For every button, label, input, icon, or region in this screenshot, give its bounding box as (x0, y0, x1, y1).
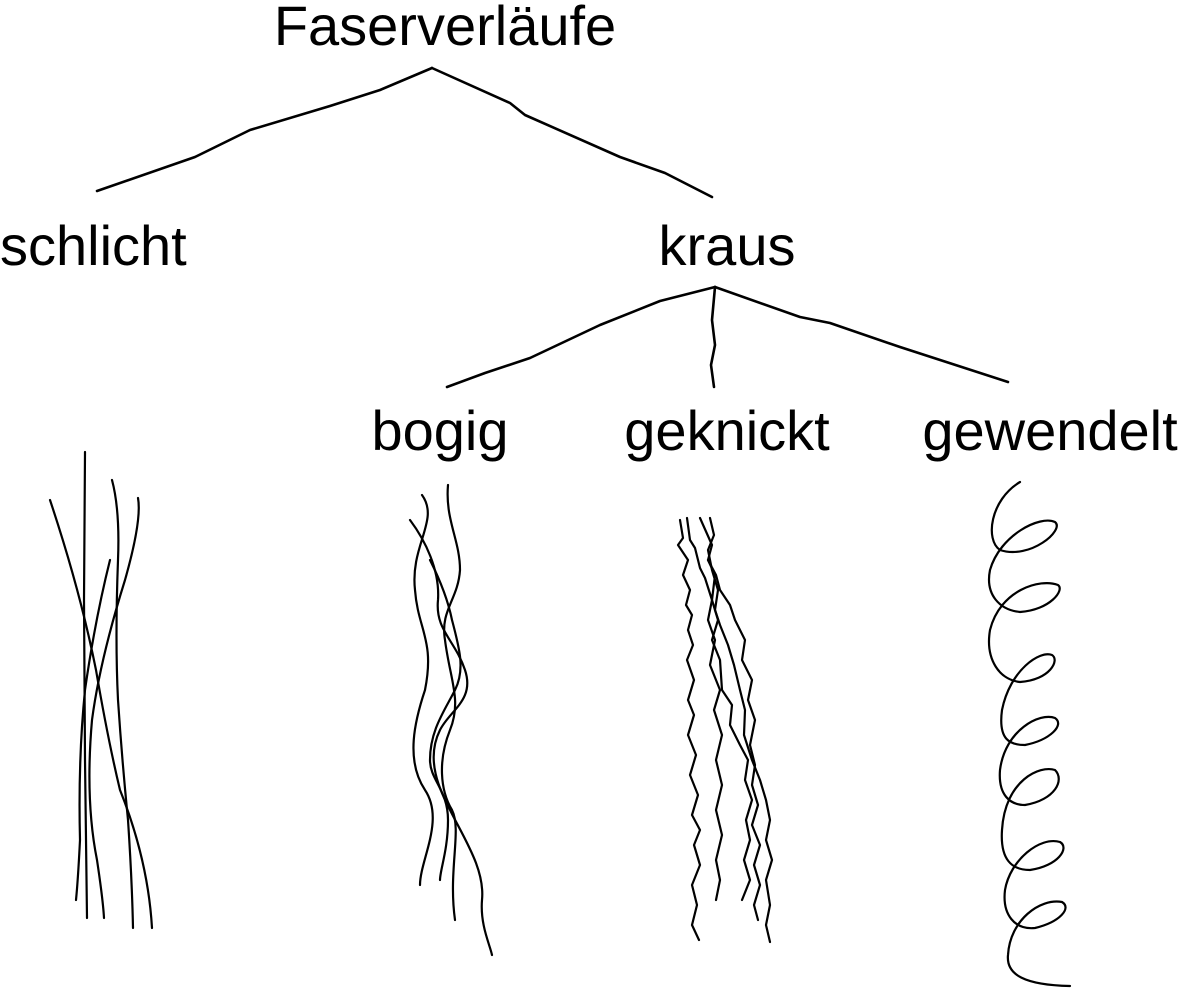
straight-fiber (89, 498, 138, 918)
kraus-label: kraus (659, 214, 796, 277)
kinked-fiber (708, 560, 752, 900)
helical-fiber (989, 482, 1070, 986)
root-label: Faserverläufe (274, 0, 616, 57)
kinked-fiber (678, 520, 700, 940)
schlicht-label: schlicht (0, 214, 187, 277)
edge-kraus-to-gewendelt (715, 287, 1008, 382)
bogig-fibers-illustration (410, 485, 492, 955)
schlicht-fibers-illustration (50, 452, 152, 928)
edge-kraus-to-geknickt (711, 287, 715, 387)
edge-kraus-to-bogig (447, 287, 715, 387)
gewendelt-label: gewendelt (922, 399, 1178, 462)
straight-fiber (76, 560, 110, 900)
straight-fiber (112, 480, 133, 928)
wavy-fiber (410, 520, 492, 955)
bogig-label: bogig (371, 399, 508, 462)
edge-root-to-kraus (432, 68, 712, 197)
geknickt-fibers-illustration (678, 518, 772, 942)
geknickt-label: geknickt (624, 399, 830, 462)
gewendelt-fibers-illustration (989, 482, 1070, 986)
edge-root-to-schlicht (97, 68, 432, 191)
straight-fiber (50, 500, 152, 928)
